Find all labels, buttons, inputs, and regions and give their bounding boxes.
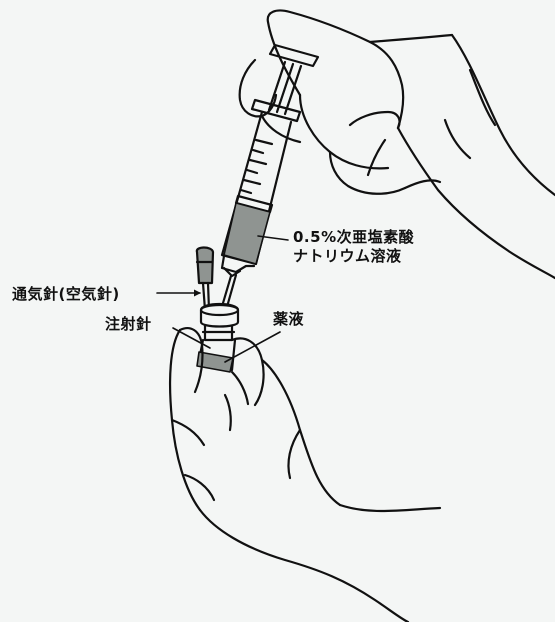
lower-gloved-hand <box>168 327 442 622</box>
leader-drug <box>224 331 281 363</box>
vial-liquid <box>196 351 234 373</box>
solution-label-line1: 0.5%次亜塩素酸 <box>293 228 415 246</box>
syringe <box>216 43 320 323</box>
solution-label-line2: ナトリウム溶液 <box>293 246 402 265</box>
injection-needle-label: 注射針 <box>105 315 152 333</box>
vent-needle-label: 通気針(空気針) <box>12 285 120 303</box>
upper-gloved-hand <box>238 9 555 280</box>
leader-injection <box>172 327 211 349</box>
leader-solution <box>257 235 289 241</box>
leader-lines <box>156 235 289 363</box>
solution-label: 0.5%次亜塩素酸 ナトリウム溶液 <box>293 228 414 266</box>
syringe-liquid <box>223 202 271 265</box>
leader-vent-arrowhead <box>194 289 201 297</box>
vent-needle <box>195 246 215 312</box>
drug-solution-label: 薬液 <box>273 310 305 328</box>
